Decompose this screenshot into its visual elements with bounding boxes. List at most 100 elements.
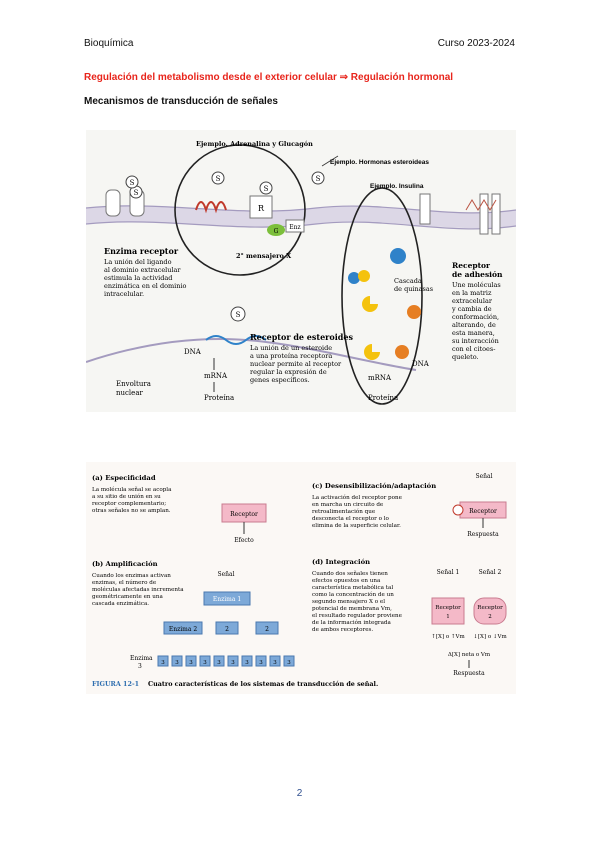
panel-a-title: (a) Especificidad <box>92 474 156 482</box>
svg-text:nuclear: nuclear <box>116 389 143 397</box>
svg-text:Δ[X] neta o Vm: Δ[X] neta o Vm <box>448 652 491 658</box>
svg-text:Señal: Señal <box>217 571 234 578</box>
svg-text:3: 3 <box>175 660 179 666</box>
svg-text:3: 3 <box>287 660 291 666</box>
svg-text:enzimas, el número de: enzimas, el número de <box>92 579 157 586</box>
svg-text:DNA: DNA <box>184 348 202 356</box>
svg-text:mRNA: mRNA <box>204 372 228 380</box>
svg-text:en la matriz: en la matriz <box>452 289 492 297</box>
svg-text:↑[X] o ↑Vm: ↑[X] o ↑Vm <box>431 633 465 640</box>
svg-text:geométricamente en una: geométricamente en una <box>92 593 164 600</box>
svg-text:Cuando dos señales tienen: Cuando dos señales tienen <box>312 570 388 577</box>
svg-text:como la concentración de un: como la concentración de un <box>312 591 394 598</box>
svg-text:potencial de membrana Vm,: potencial de membrana Vm, <box>312 606 392 612</box>
header-course: Curso 2023-2024 <box>437 38 515 49</box>
svg-text:S: S <box>236 311 241 319</box>
svg-text:mRNA: mRNA <box>368 374 392 382</box>
svg-text:Señal 1: Señal 1 <box>437 569 460 576</box>
svg-text:conformación,: conformación, <box>452 313 499 321</box>
svg-text:intracelular.: intracelular. <box>104 290 144 298</box>
svg-text:S: S <box>134 189 139 197</box>
svg-text:efectos opuestos en una: efectos opuestos en una <box>312 578 381 584</box>
svg-text:La unión del ligando: La unión del ligando <box>104 258 172 266</box>
enzima-receptor-title: Enzima receptor <box>104 246 179 256</box>
panel-d-title: (d) Integración <box>312 558 370 566</box>
svg-text:elimina de la superficie celul: elimina de la superficie celular. <box>312 523 401 529</box>
svg-text:Receptor: Receptor <box>477 605 503 611</box>
panel-b-title: (b) Amplificación <box>92 560 158 568</box>
svg-text:Enzima 1: Enzima 1 <box>213 596 241 603</box>
svg-text:Respuesta: Respuesta <box>467 531 499 538</box>
svg-text:el resultado regulador provien: el resultado regulador proviene <box>312 613 403 619</box>
example-hormonas: Ejemplo. Hormonas esteroideas <box>330 159 429 166</box>
figure-caption-label: FIGURA 12-1 <box>92 680 139 688</box>
segundo-mensajero: 2° mensajero X <box>236 252 292 260</box>
svg-text:característica metabólica tal: característica metabólica tal <box>312 584 393 591</box>
svg-text:3: 3 <box>217 660 221 666</box>
svg-text:Proteína: Proteína <box>204 394 234 402</box>
example-insulina: Ejemplo. Insulina <box>370 183 424 190</box>
adhesion-receptor-shape <box>419 193 501 235</box>
svg-text:Enzima: Enzima <box>130 655 153 662</box>
svg-text:La molécula señal se acopla: La molécula señal se acopla <box>92 486 172 493</box>
svg-text:en marcha un circuito de: en marcha un circuito de <box>312 502 384 508</box>
svg-text:Señal 2: Señal 2 <box>479 569 502 576</box>
svg-text:Receptor: Receptor <box>435 605 461 611</box>
svg-text:S: S <box>316 175 321 183</box>
svg-text:estimula la actividad: estimula la actividad <box>104 274 172 282</box>
svg-text:al dominio extracelular: al dominio extracelular <box>104 266 181 274</box>
svg-text:y cambia de: y cambia de <box>451 305 492 313</box>
svg-text:su interacción: su interacción <box>452 337 499 345</box>
svg-text:Enzima 2: Enzima 2 <box>169 626 197 633</box>
svg-text:nuclear permite al receptor: nuclear permite al receptor <box>250 360 342 368</box>
svg-text:2: 2 <box>488 614 492 620</box>
svg-text:Receptor: Receptor <box>452 261 491 270</box>
svg-text:de ambos receptores.: de ambos receptores. <box>312 627 373 633</box>
svg-text:a una proteína receptora: a una proteína receptora <box>250 352 332 360</box>
svg-text:R: R <box>258 204 265 213</box>
svg-text:3: 3 <box>273 660 277 666</box>
svg-text:de quinasas: de quinasas <box>394 285 433 293</box>
svg-text:3: 3 <box>245 660 249 666</box>
svg-text:regular la expresión de: regular la expresión de <box>250 368 327 376</box>
svg-text:3: 3 <box>231 660 235 666</box>
svg-text:otras señales no se amplan.: otras señales no se amplan. <box>92 507 171 514</box>
svg-text:3: 3 <box>189 660 193 666</box>
figure-caption-text: Cuatro características de los sistemas d… <box>148 680 378 688</box>
svg-text:Cascada: Cascada <box>394 277 422 285</box>
svg-text:Receptor: Receptor <box>469 508 497 515</box>
svg-text:↓[X] o ↓Vm: ↓[X] o ↓Vm <box>473 634 507 640</box>
svg-text:S: S <box>264 185 269 193</box>
receptor-esteroides-title: Receptor de esteroides <box>250 332 353 342</box>
svg-text:de la información integrada: de la información integrada <box>312 619 392 626</box>
transduction-characteristics-figure: (a) Especificidad La molécula señal se a… <box>86 462 516 694</box>
svg-text:de adhesión: de adhesión <box>452 270 503 279</box>
svg-text:Proteína: Proteína <box>368 394 398 402</box>
svg-text:con el citoes-: con el citoes- <box>452 345 495 353</box>
svg-text:Efecto: Efecto <box>234 537 254 544</box>
svg-text:queleto.: queleto. <box>452 353 479 361</box>
section-subtitle: Mecanismos de transducción de señales <box>84 96 278 107</box>
svg-text:a su sitio de unión en su: a su sitio de unión en su <box>92 493 161 500</box>
panel-c-title: (c) Desensibilización/adaptación <box>312 482 436 490</box>
svg-text:Señal: Señal <box>475 473 492 480</box>
svg-text:retroalimentación que: retroalimentación que <box>312 508 376 515</box>
svg-text:G: G <box>274 228 279 235</box>
svg-text:Cuando los enzimas activan: Cuando los enzimas activan <box>92 573 171 579</box>
svg-text:moléculas afectadas incrementa: moléculas afectadas incrementa <box>92 586 184 593</box>
svg-text:receptor complementario;: receptor complementario; <box>92 501 166 507</box>
svg-text:Receptor: Receptor <box>230 511 258 518</box>
svg-text:segundo mensajero X o el: segundo mensajero X o el <box>312 599 385 605</box>
svg-text:esta manera,: esta manera, <box>452 329 495 337</box>
svg-text:3: 3 <box>203 660 207 666</box>
svg-text:cascada enzimática.: cascada enzimática. <box>92 600 149 607</box>
page-number: 2 <box>296 788 303 799</box>
enzyme-receptor-shape: S S <box>105 175 145 217</box>
svg-text:S: S <box>130 179 135 187</box>
svg-text:S: S <box>216 175 221 183</box>
section-title: Regulación del metabolismo desde el exte… <box>84 72 454 83</box>
svg-text:DNA: DNA <box>412 360 430 368</box>
header-subject: Bioquímica <box>84 38 134 49</box>
svg-text:La unión de un esteroide: La unión de un esteroide <box>250 344 332 352</box>
svg-text:genes específicos.: genes específicos. <box>250 376 310 384</box>
